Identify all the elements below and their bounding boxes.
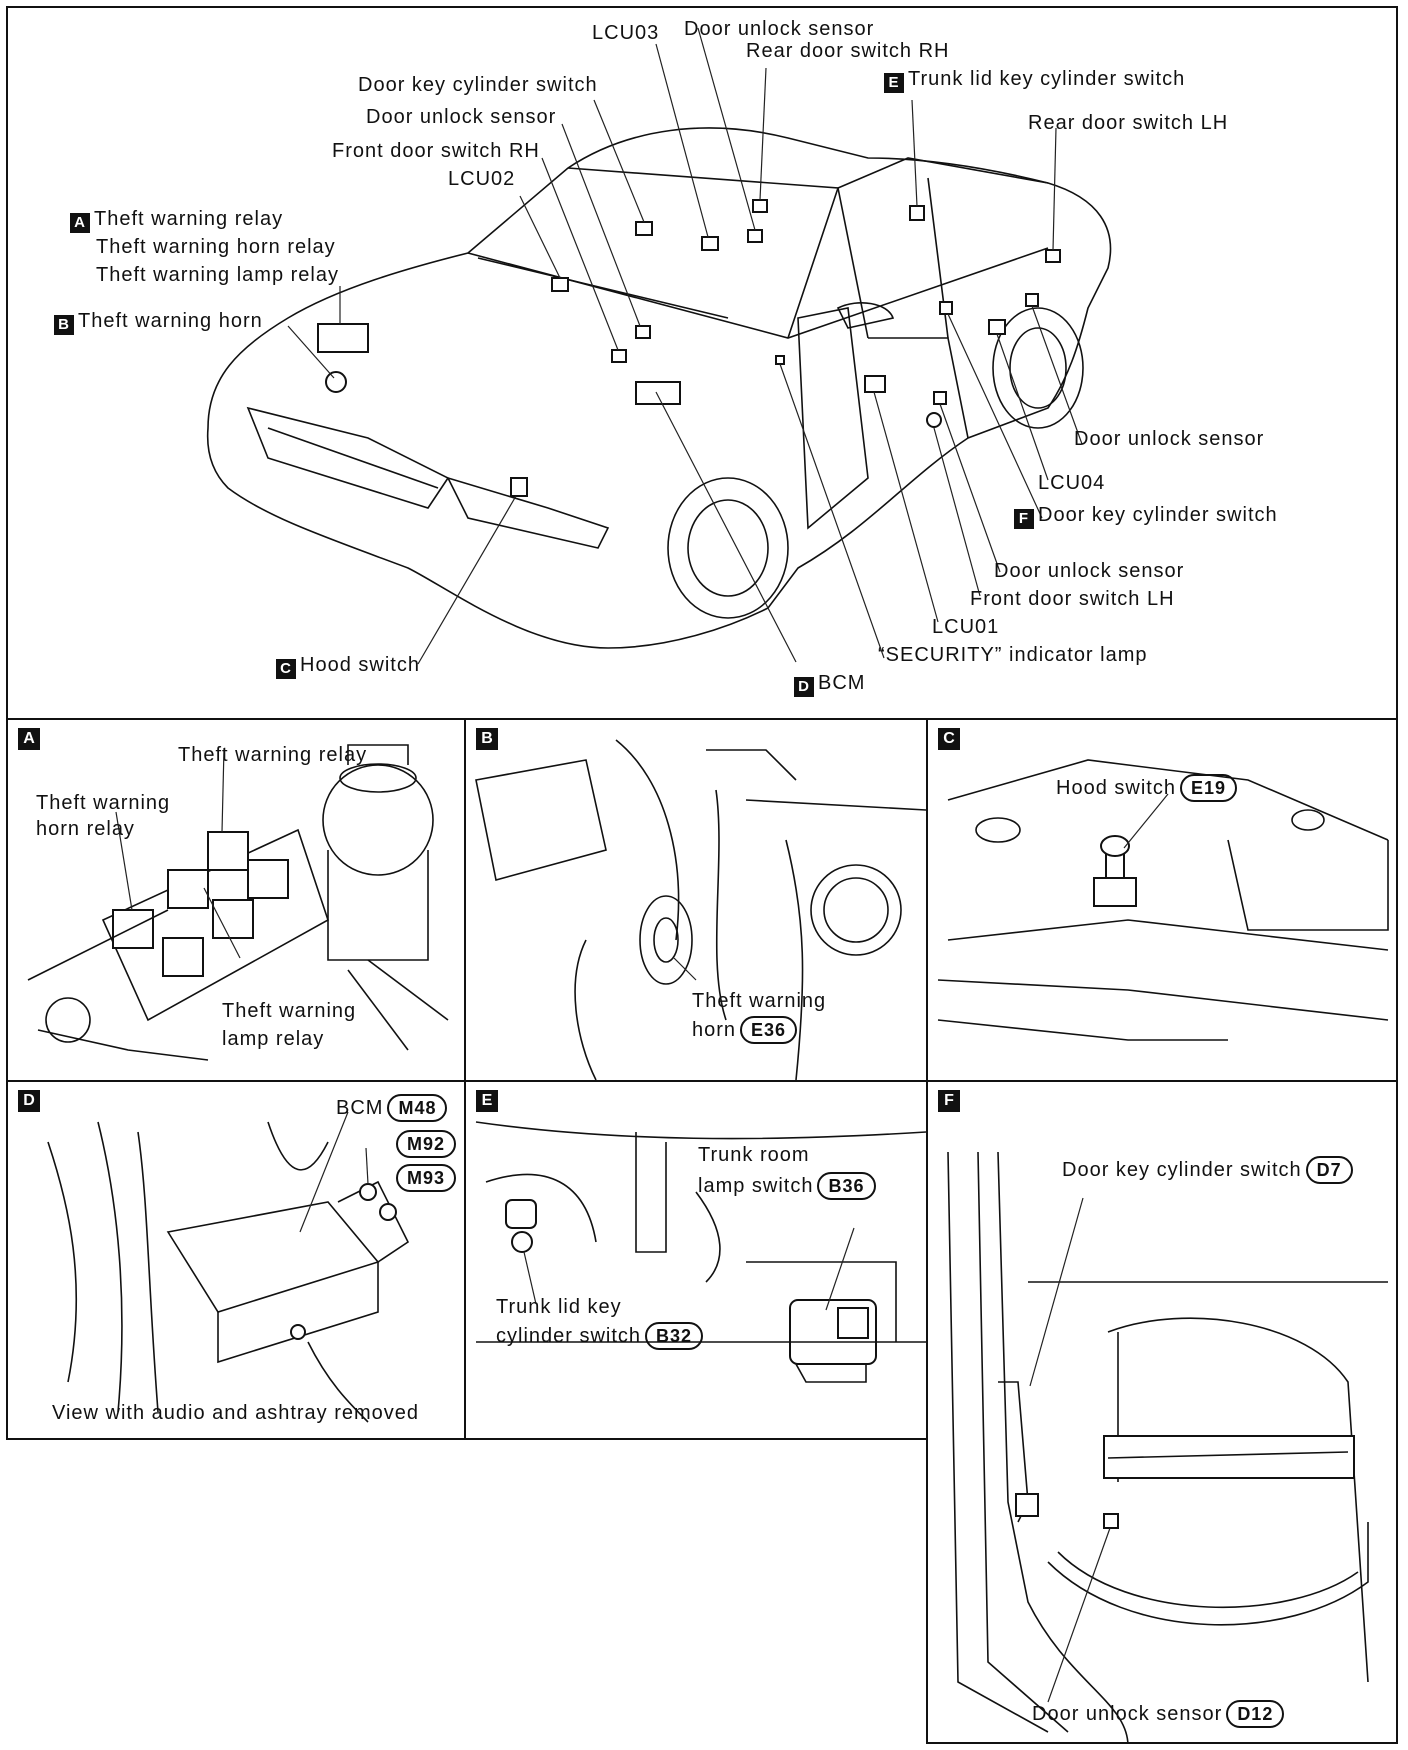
label-door-unlock-sensor: Door unlock sensor [366, 106, 557, 128]
connector-b32: B32 [645, 1322, 704, 1350]
tag-d-box: D [794, 677, 814, 697]
security-lamp-part [775, 355, 785, 365]
panel-b-tag: B [476, 728, 498, 750]
connector-e19: E19 [1179, 774, 1237, 802]
panel-f-tag: F [938, 1090, 960, 1112]
door-illustration [947, 1151, 1388, 1742]
front-door-lh-part [926, 412, 942, 428]
label-front-door-switch-lh: Front door switch LH [970, 588, 1175, 610]
car-illustration [206, 27, 1112, 665]
label-theft-warning-lamp-relay: Theft warning lamp relay [96, 264, 339, 286]
panel-a-lamp-relay-line2: lamp relay [222, 1028, 325, 1050]
door-unlock-top-part [747, 229, 763, 243]
tag-b-box: B [54, 315, 74, 335]
tag-f-box: F [1014, 509, 1034, 529]
theft-warning-relay-block [317, 323, 369, 353]
connector-d7: D7 [1305, 1156, 1353, 1184]
connector-d12: D12 [1226, 1700, 1285, 1728]
trunk-illustration [475, 1121, 926, 1383]
connector-e36: E36 [740, 1016, 798, 1044]
door-key-cyl-part [635, 221, 653, 236]
panel-a-horn-relay-line2: horn relay [36, 818, 135, 840]
label-lcu02: LCU02 [448, 168, 516, 190]
theft-warning-horn-part [325, 371, 347, 393]
lcu02-part [551, 277, 569, 292]
trunk-lid-part [909, 205, 925, 221]
horn-illustration [475, 739, 926, 1080]
door-unlock-r2-part [933, 391, 947, 405]
label-theft-warning-horn-relay: Theft warning horn relay [96, 236, 336, 258]
door-unlock-r1-part [1025, 293, 1039, 307]
panel-d-m92: M92 [392, 1130, 457, 1158]
lcu01-part [864, 375, 886, 393]
label-rear-door-switch-lh: Rear door switch LH [1028, 112, 1229, 134]
connector-b36: B36 [817, 1172, 876, 1200]
panel-d-m93: M93 [392, 1164, 457, 1192]
tag-e-box: E [884, 73, 904, 93]
lcu04-part [988, 319, 1006, 335]
label-door-unlock-sensor-r2: Door unlock sensor [994, 560, 1185, 582]
lcu03-part [701, 236, 719, 251]
hood-switch-part [510, 477, 528, 497]
rear-door-rh-part [752, 199, 768, 213]
bcm-part [635, 381, 681, 405]
door-unlock-part [635, 325, 651, 339]
panel-d-caption: View with audio and ashtray removed [52, 1402, 420, 1424]
label-door-key-cylinder-switch: Door key cylinder switch [358, 74, 598, 96]
panel-e-tag: E [476, 1090, 498, 1112]
panel-c-tag: C [938, 728, 960, 750]
door-key-r-part [939, 301, 953, 315]
label-lcu04: LCU04 [1038, 472, 1106, 494]
panel-a-horn-relay-line1: Theft warning [36, 792, 171, 814]
panel-e-trunk-lid-line1: Trunk lid key [496, 1296, 622, 1318]
label-lcu03: LCU03 [592, 22, 660, 44]
panel-d-tag: D [18, 1090, 40, 1112]
connector-m92: M92 [396, 1130, 457, 1158]
panel-a-tag: A [18, 728, 40, 750]
label-front-door-switch-rh: Front door switch RH [332, 140, 540, 162]
hood-switch-illustration [937, 759, 1389, 1041]
label-door-unlock-sensor-top: Door unlock sensor [684, 18, 875, 40]
label-door-unlock-sensor-r1: Door unlock sensor [1074, 428, 1265, 450]
rear-door-lh-part [1045, 249, 1061, 263]
label-rear-door-switch-rh: Rear door switch RH [746, 40, 950, 62]
label-security-indicator-lamp: “SECURITY” indicator lamp [878, 644, 1148, 666]
front-door-rh-part [611, 349, 627, 363]
panel-a-theft-warning-relay: Theft warning relay [178, 744, 368, 766]
bcm-illustration [47, 1111, 410, 1423]
panel-b-line1: Theft warning [692, 990, 827, 1012]
panel-a-lamp-relay-line1: Theft warning [222, 1000, 357, 1022]
panel-e-trunk-room-line1: Trunk room [698, 1144, 810, 1166]
label-lcu01: LCU01 [932, 616, 1000, 638]
tag-a-box: A [70, 213, 90, 233]
tag-c-box: C [276, 659, 296, 679]
connector-m48: M48 [387, 1094, 448, 1122]
panel-a: A Theft warning relay Theft warning horn… [6, 718, 466, 1082]
relay-block-illustration [27, 744, 449, 1061]
connector-m93: M93 [396, 1164, 457, 1192]
